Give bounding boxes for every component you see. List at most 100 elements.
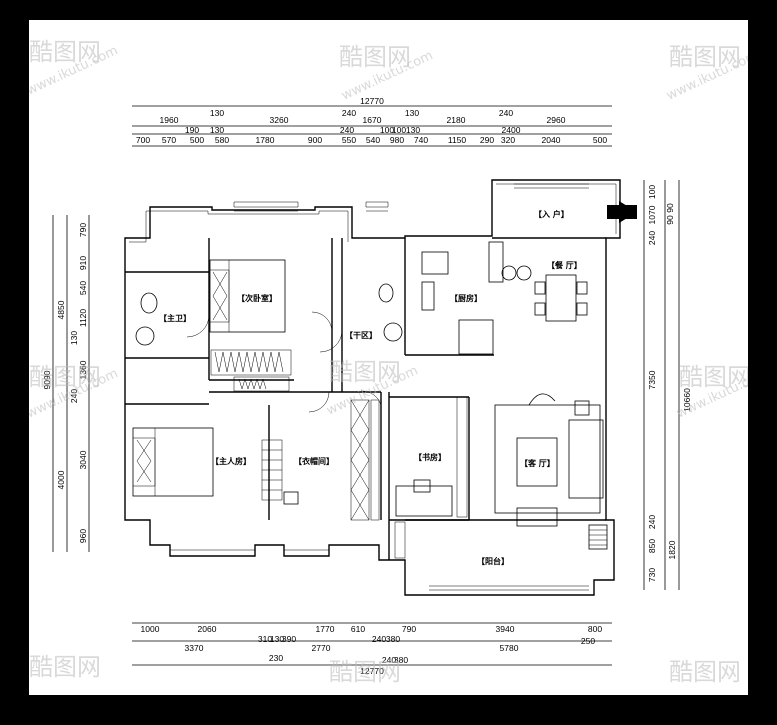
dim-top-240b: 240 xyxy=(499,108,513,118)
dim-top-1780: 1780 xyxy=(256,135,275,145)
label-walk-in-closet: 【衣帽间】 xyxy=(294,456,334,466)
label-master-bedroom: 【主人房】 xyxy=(211,456,251,466)
interior-walls xyxy=(125,237,606,560)
dim-bottom-240: 240 xyxy=(372,634,386,644)
dim-bottom-390: 390 xyxy=(282,634,296,644)
dim-right-100: 100 xyxy=(647,185,657,199)
dim-bottom-230: 230 xyxy=(269,653,283,663)
dim-top-100a: 100 xyxy=(380,125,394,135)
dim-left-540: 540 xyxy=(78,281,88,295)
dim-right-240b: 240 xyxy=(647,515,657,529)
dim-top-290: 290 xyxy=(480,135,494,145)
label-master-bath: 【主卫】 xyxy=(159,313,191,323)
dim-bottom-total: 12770 xyxy=(360,666,384,676)
dim-top-1670: 1670 xyxy=(363,115,382,125)
left-dimensions: 9090 4850 4000 790 910 540 1120 130 1360… xyxy=(42,215,90,552)
laundry-basin xyxy=(383,322,403,342)
sofa xyxy=(568,419,604,499)
watermark-brand-6: 酷图网 xyxy=(679,363,748,391)
dim-bottom-240b: 240 xyxy=(382,655,396,665)
label-second-bedroom: 【次卧室】 xyxy=(237,293,277,303)
dim-top-total: 12770 xyxy=(360,96,384,106)
dim-left-1120: 1120 xyxy=(78,309,88,328)
dim-bottom-130: 130 xyxy=(270,634,284,644)
label-entry: 【入 户】 xyxy=(534,209,569,219)
watermark-brand-1: 酷图网 xyxy=(29,38,101,66)
dim-left-960: 960 xyxy=(78,529,88,543)
dim-left-4000: 4000 xyxy=(56,470,66,489)
floor-plan-drawing: 12770 1960 130 3260 240 1670 130 2180 24… xyxy=(29,38,748,686)
dim-top-700: 700 xyxy=(136,135,150,145)
dim-left-total: 9090 xyxy=(42,370,52,389)
dim-bottom-380: 380 xyxy=(386,634,400,644)
dim-top-240c: 240 xyxy=(340,125,354,135)
dim-top-2400: 2400 xyxy=(502,125,521,135)
dim-right-total: 10660 xyxy=(682,388,692,412)
master-bed xyxy=(132,427,214,497)
second-bedroom-bed xyxy=(209,259,286,333)
dim-right-1820: 1820 xyxy=(667,540,677,559)
dim-top-580: 580 xyxy=(215,135,229,145)
dim-bottom-3370: 3370 xyxy=(185,643,204,653)
wardrobes xyxy=(210,349,468,559)
dim-bottom-2060: 2060 xyxy=(198,624,217,634)
dim-top-240: 240 xyxy=(342,108,356,118)
master-toilet xyxy=(140,292,158,314)
dim-right-1070: 1070 xyxy=(647,205,657,224)
dim-top-2180: 2180 xyxy=(447,115,466,125)
dim-left-790: 790 xyxy=(78,223,88,237)
dim-top-100b: 100 xyxy=(392,125,406,135)
dim-top-550: 550 xyxy=(342,135,356,145)
dim-right-240: 240 xyxy=(647,231,657,245)
dim-bottom-5780: 5780 xyxy=(500,643,519,653)
dim-left-130: 130 xyxy=(69,331,79,345)
dim-top-1150: 1150 xyxy=(448,135,467,145)
dim-top-130c: 130 xyxy=(210,125,224,135)
dim-top-130b: 130 xyxy=(405,108,419,118)
dim-bottom-310: 310 xyxy=(258,634,272,644)
watermark-brand-3: 酷图网 xyxy=(669,43,741,71)
dim-left-1360: 1360 xyxy=(78,360,88,379)
dim-left-910: 910 xyxy=(78,256,88,270)
dim-bottom-800: 800 xyxy=(588,624,602,634)
label-balcony: 【阳台】 xyxy=(477,556,509,566)
dim-top-570: 570 xyxy=(162,135,176,145)
dim-bottom-1770: 1770 xyxy=(316,624,335,634)
dim-top-2960: 2960 xyxy=(547,115,566,125)
dim-top-540: 540 xyxy=(366,135,380,145)
dim-top-500: 500 xyxy=(190,135,204,145)
dim-top-500b: 500 xyxy=(593,135,607,145)
watermark-brand-8: 酷图网 xyxy=(329,658,401,686)
laundry-toilet xyxy=(378,283,394,303)
dim-right-90a: 90 xyxy=(665,203,675,213)
dim-right-850: 850 xyxy=(647,539,657,553)
dim-bottom-2770: 2770 xyxy=(312,643,331,653)
label-study: 【书房】 xyxy=(414,452,446,462)
master-basin xyxy=(135,326,155,346)
dim-top-1960: 1960 xyxy=(160,115,179,125)
dining-table xyxy=(545,274,577,322)
kitchen-stove xyxy=(421,281,435,311)
right-dimensions: 100 1070 240 90 90 7350 10660 240 850 73… xyxy=(643,180,692,590)
bottom-dimensions: 1000 2060 310 130 390 1770 610 240 380 7… xyxy=(132,622,612,676)
dim-left-4850: 4850 xyxy=(56,300,66,319)
dim-top-320: 320 xyxy=(501,135,515,145)
dim-top-740: 740 xyxy=(414,135,428,145)
dim-left-240: 240 xyxy=(69,389,79,403)
label-kitchen: 【厨房】 xyxy=(450,293,482,303)
room-labels: 【入 户】 【餐 厅】 【厨房】 【干区】 【次卧室】 【主卫】 【主人房】 【… xyxy=(159,209,582,566)
watermark-brand-4: 酷图网 xyxy=(29,363,101,391)
dim-right-7350: 7350 xyxy=(647,370,657,389)
dim-bottom-610: 610 xyxy=(351,624,365,634)
dim-right-90b: 90 xyxy=(665,215,675,225)
dim-bottom-3940: 3940 xyxy=(496,624,515,634)
label-dining: 【餐 厅】 xyxy=(547,260,582,270)
label-laundry: 【干区】 xyxy=(345,330,377,340)
dim-bottom-380b: 380 xyxy=(394,655,408,665)
floor-plan-sheet: 12770 1960 130 3260 240 1670 130 2180 24… xyxy=(29,20,748,695)
windows xyxy=(169,183,589,591)
furniture xyxy=(132,241,608,550)
dim-bottom-1000: 1000 xyxy=(141,624,160,634)
dim-top-980: 980 xyxy=(390,135,404,145)
dim-right-730: 730 xyxy=(647,568,657,582)
